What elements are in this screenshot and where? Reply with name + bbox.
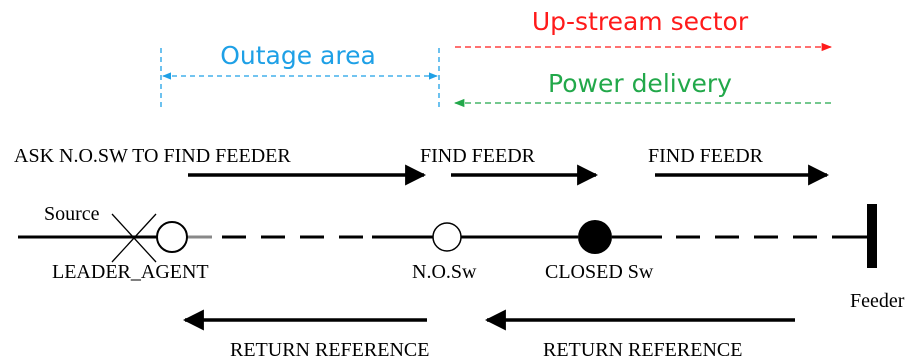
- node-labels: Source LEADER_AGENT N.O.Sw CLOSED Sw Fee…: [44, 203, 905, 312]
- source-label: Source: [44, 203, 100, 225]
- closed-switch-node: [578, 220, 612, 254]
- outage-area-indicator: Outage area: [160, 41, 440, 110]
- return-messages: RETURN REFERENCE RETURN REFERENCE: [182, 309, 795, 360]
- upstream-sector-indicator: Up-stream sector: [455, 7, 833, 52]
- return-reference-label-2: RETURN REFERENCE: [543, 339, 742, 360]
- closed-sw-label: CLOSED Sw: [545, 261, 654, 283]
- find-feeder-label-1: FIND FEEDR: [420, 145, 536, 167]
- feeder-bar: [867, 204, 877, 268]
- ask-message-label: ASK N.O.SW TO FIND FEEDER: [14, 145, 291, 167]
- return-reference-label-1: RETURN REFERENCE: [230, 339, 429, 360]
- feeder-label: Feeder: [850, 290, 905, 312]
- forward-messages: ASK N.O.SW TO FIND FEEDER FIND FEEDR FIN…: [14, 145, 830, 186]
- power-delivery-label: Power delivery: [548, 69, 732, 98]
- find-feeder-label-2: FIND FEEDR: [648, 145, 764, 167]
- no-sw-label: N.O.Sw: [412, 261, 477, 283]
- fault-cross-b: [111, 213, 157, 263]
- leader-agent-node: [156, 221, 188, 253]
- power-delivery-indicator: Power delivery: [453, 69, 831, 108]
- outage-area-label: Outage area: [220, 41, 376, 70]
- normally-open-switch-node: [432, 222, 462, 252]
- upstream-sector-label: Up-stream sector: [532, 7, 749, 36]
- leader-agent-label: LEADER_AGENT: [52, 261, 209, 283]
- distribution-line: [18, 204, 877, 268]
